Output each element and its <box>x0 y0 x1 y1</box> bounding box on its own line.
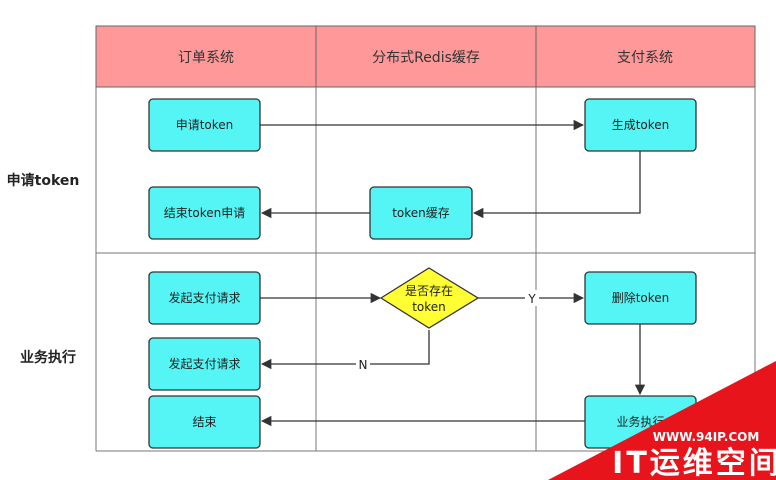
edge-generate-to-cache <box>472 151 641 219</box>
node-end-apply <box>148 186 261 240</box>
node-delete-token <box>584 271 697 325</box>
edges <box>260 119 646 427</box>
edge-check-no <box>260 330 430 370</box>
lane-title-redis: 分布式Redis缓存 <box>372 50 480 66</box>
node-end-label: 结束 <box>192 415 216 429</box>
node-pay-request-2 <box>148 337 261 391</box>
lane-title-payment: 支付系统 <box>617 50 673 66</box>
watermark: WWW.94IP.COM IT运维空间 <box>548 361 776 480</box>
node-delete-token-label: 删除token <box>612 290 670 305</box>
node-token-cache <box>369 186 473 240</box>
node-exists-check-line1: 是否存在 <box>405 284 453 298</box>
watermark-text: IT运维空间 <box>612 446 776 480</box>
node-business-exec-label: 业务执行 <box>616 414 664 429</box>
edge-label-no: N <box>359 358 368 372</box>
node-pay-request-1 <box>148 271 261 325</box>
node-apply-token <box>148 98 261 152</box>
node-apply-token-label: 申请token <box>176 118 234 132</box>
node-token-cache-label: token缓存 <box>392 206 450 220</box>
node-end-apply-label: 结束token申请 <box>164 206 246 220</box>
node-exists-check-line2: token <box>412 300 446 314</box>
node-pay-request-1-label: 发起支付请求 <box>168 290 240 305</box>
node-exists-check <box>379 267 480 329</box>
lane-header-redis <box>315 25 537 88</box>
watermark-triangle <box>548 361 776 480</box>
row-title-apply-token: 申请token <box>7 172 80 189</box>
watermark-url: WWW.94IP.COM <box>653 430 760 444</box>
node-pay-request-2-label: 发起支付请求 <box>168 356 240 371</box>
lane-title-order: 订单系统 <box>178 50 234 66</box>
node-generate-token <box>584 98 697 152</box>
edge-label-yes: Y <box>527 292 536 306</box>
lane-header-payment <box>535 25 756 88</box>
lane-header-order <box>95 25 317 88</box>
node-generate-token-label: 生成token <box>612 118 670 132</box>
row-title-business: 业务执行 <box>20 349 76 366</box>
node-end <box>148 395 261 449</box>
